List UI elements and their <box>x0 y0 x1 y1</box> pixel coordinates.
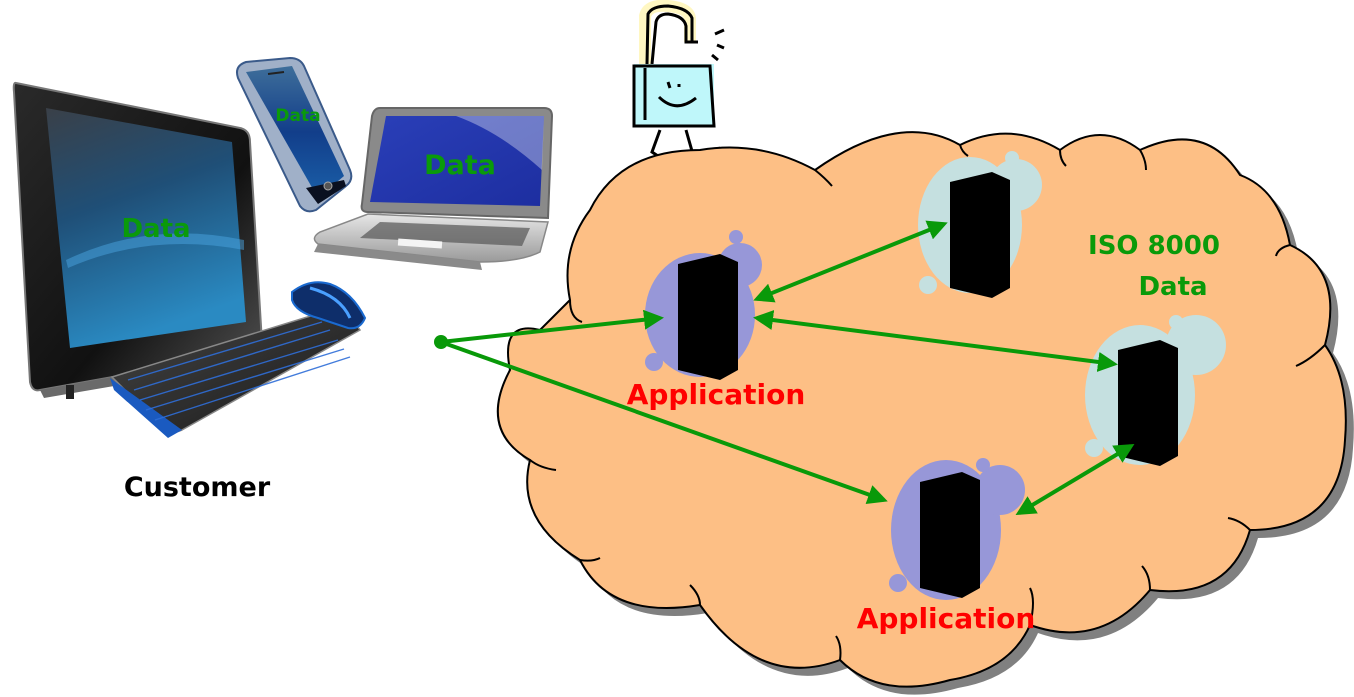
connection-app1-data2[interactable] <box>753 310 1118 372</box>
connection-customer-app2[interactable] <box>440 340 888 505</box>
server-rack-icon <box>949 171 1011 299</box>
application-label-1: Application <box>627 378 806 411</box>
mouse-icon <box>291 281 367 330</box>
unlocked-padlock-icon <box>632 0 725 162</box>
keyboard-icon <box>110 309 362 438</box>
laptop-screen-text: Data <box>424 150 496 181</box>
desktop-screen-text: Data <box>121 214 190 244</box>
smartphone-screen-text: Data <box>275 106 320 126</box>
connections <box>434 220 1135 516</box>
server-rack-icon <box>919 471 981 599</box>
application-server-2[interactable] <box>889 458 1025 600</box>
connection-app2-data2[interactable] <box>1015 443 1135 516</box>
server-rack-icon <box>677 253 739 381</box>
cloud-label-line1: ISO 8000 <box>1088 231 1220 261</box>
cloud-label-line2: Data <box>1138 272 1207 302</box>
customer-devices: Data Data <box>12 56 554 503</box>
laptop-icon <box>313 107 554 270</box>
customer-label: Customer <box>124 472 271 503</box>
application-label-2: Application <box>857 602 1036 635</box>
smartphone-icon <box>236 56 353 213</box>
connection-app1-data1[interactable] <box>753 220 948 303</box>
application-server-1[interactable] <box>645 230 762 381</box>
connection-customer-app1[interactable] <box>440 309 664 344</box>
